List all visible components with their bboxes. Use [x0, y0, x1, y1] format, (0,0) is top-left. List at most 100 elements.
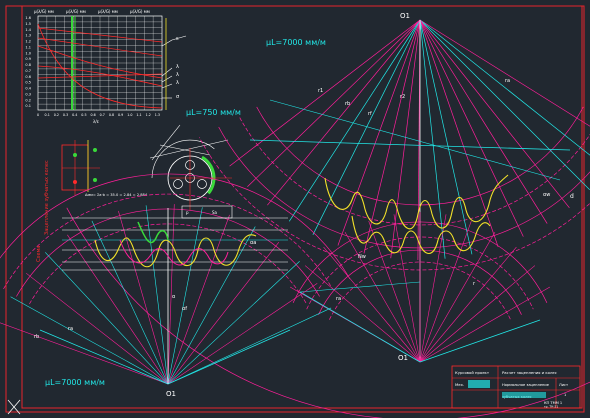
gear1-ray [229, 19, 421, 167]
formula-text: Δмм= Σa·b = 35.0 = 2.84 = 2.884 [85, 193, 148, 197]
graph-x-tick: 0.1 [45, 113, 50, 117]
graph-y-tick: 0.6 [25, 75, 31, 79]
scale-label-bottom: μL=7000 мм/м [45, 378, 105, 387]
gear3-circle [3, 193, 333, 290]
graph-y-tick: 1.1 [25, 45, 31, 49]
radius-label: r [473, 281, 476, 287]
graph-y-tick: 0.5 [25, 81, 31, 85]
stamp-text: гр. ТК-21 [544, 405, 558, 409]
graph-x-tick: 0.5 [81, 113, 86, 117]
label-ra: ra [505, 78, 510, 84]
planet-arc [201, 155, 216, 195]
gear2-ray [419, 265, 536, 363]
center-o1-label: О1 [400, 12, 410, 20]
gear1-ray [419, 19, 570, 209]
gear2-ray [419, 214, 447, 363]
label-alpha: αf [182, 306, 187, 312]
gear1-ray [390, 19, 421, 259]
gear3-ray [167, 241, 280, 385]
graph-x-tick: 1.1 [136, 113, 141, 117]
planet-gear [173, 179, 183, 189]
graph-curve [37, 27, 163, 43]
gear3-tooth-profile [119, 239, 229, 266]
gear1-ray [267, 19, 421, 206]
label-alpha: α [172, 294, 176, 300]
gear3-ray [167, 261, 300, 385]
gear3-ray [91, 220, 169, 385]
mechanism-joint [73, 180, 77, 184]
graph-leader [161, 75, 173, 83]
graph-y-tick: 0.1 [25, 104, 31, 108]
radius-label: r1 [318, 88, 323, 94]
graph-top-label: μ(λ/G) мм [130, 9, 150, 14]
graph-y-tick: 1.3 [25, 34, 31, 38]
gear2-ray [419, 286, 551, 363]
graph-x-tick: 0.4 [72, 113, 77, 117]
gear2-ray [304, 265, 421, 363]
gear3-tooth-highlight [137, 221, 169, 244]
gear2-ray [419, 231, 496, 363]
gear1-circle [238, 116, 590, 226]
gear3-ray [10, 296, 169, 385]
graph-y-tick: 1.0 [25, 51, 31, 55]
graph-top-label: μ(λ/G) мм [66, 9, 86, 14]
radius-label: ra [68, 326, 73, 332]
graph-y-tick: 0.4 [25, 87, 31, 91]
gear2-ray [344, 231, 421, 363]
graph-x-tick: 1.2 [146, 113, 151, 117]
gear2-circle [329, 261, 511, 320]
gear2-tangent [299, 291, 421, 363]
graph-curve-label: λ [176, 64, 179, 70]
stamp-title-left: Курсовой проект [455, 370, 490, 375]
mechanism-joint [73, 153, 77, 157]
radius-label: rb [34, 334, 39, 340]
graph-x-tick: 0.8 [109, 113, 114, 117]
gear2-ray [393, 214, 421, 363]
graph-x-tick: 0.6 [90, 113, 95, 117]
scale-label-top: μL=7000 мм/м [266, 38, 326, 47]
stamp-text: Лист [559, 383, 568, 387]
gear2-ray [419, 246, 517, 363]
scale-label-mechanism: μL=750 мм/м [186, 108, 241, 117]
gear3-ray [25, 272, 169, 385]
outer-frame [5, 5, 585, 413]
graph-curve-label: λ [176, 80, 179, 86]
gear1-ray [419, 19, 524, 237]
gear3-ray [45, 252, 169, 385]
graph-x-tick: 1.3 [155, 113, 160, 117]
gear2-ray [419, 220, 472, 363]
label-alpha: αw [543, 192, 550, 198]
stamp-text: КП ТММ 1 [544, 401, 562, 405]
gear2-ray [299, 281, 421, 293]
graph-x-tick: 0.9 [118, 113, 123, 117]
stamp-text: 1 [564, 393, 566, 397]
rack-dimension-box [181, 205, 233, 219]
graph-leader [161, 67, 173, 77]
gear3-ray [118, 210, 169, 385]
graph-x-tick: 0.7 [100, 113, 105, 117]
gear1-ray [419, 19, 590, 190]
planet-leader [151, 124, 181, 161]
gear1-ray [363, 19, 421, 254]
graph-leader [171, 35, 187, 41]
radius-label: rb [345, 101, 350, 107]
gear3-tangent [39, 329, 169, 385]
graph-top-label: μ(λ/G) мм [98, 9, 118, 14]
graph-curve [37, 23, 163, 109]
graph-curve-label: ε [176, 36, 179, 42]
gear1-ray [419, 19, 590, 156]
graph-x-tick: 1.0 [127, 113, 132, 117]
graph-y-tick: 0.8 [25, 63, 31, 67]
gear3-ray [167, 204, 175, 385]
gear1-ray [419, 19, 473, 255]
stamp-logo-block [468, 380, 490, 388]
gear1-ray [419, 19, 548, 224]
graph-leader [161, 83, 173, 89]
planet-leader [149, 139, 229, 159]
graph-curve-label: σ [176, 94, 180, 100]
gear1-ray [419, 19, 499, 248]
graph-curve [37, 65, 163, 87]
stamp-logo-block [502, 392, 546, 398]
gear1-tooth-profile [324, 174, 509, 230]
label-d: d [570, 193, 574, 200]
